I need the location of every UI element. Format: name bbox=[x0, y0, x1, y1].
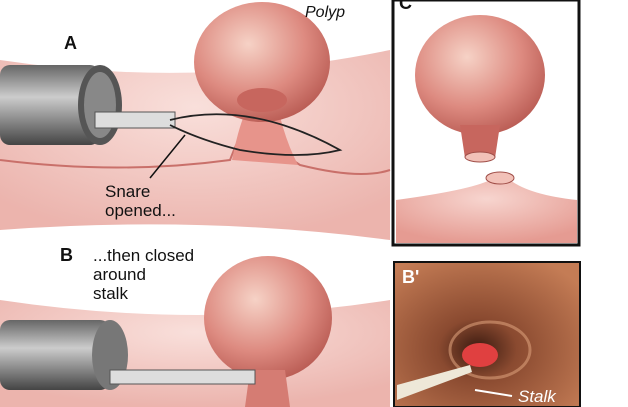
stalk-pointer bbox=[474, 389, 513, 397]
panel-c bbox=[391, 0, 581, 247]
closed-line-1: ...then closed bbox=[93, 246, 195, 265]
stalk-label: Stalk bbox=[518, 387, 556, 406]
closed-around-stalk-label: ...then closed around stalk bbox=[93, 246, 194, 303]
panel-label-b: B bbox=[60, 245, 73, 265]
snare-loop-open bbox=[169, 113, 343, 156]
snare-opened-line-1: Snare bbox=[105, 182, 151, 201]
snare-pointer bbox=[149, 134, 186, 179]
panel-label-b-prime: B' bbox=[402, 267, 420, 287]
polyp-label: Polyp bbox=[305, 4, 346, 21]
closed-line-2: around bbox=[93, 265, 146, 284]
panel-label-c: C bbox=[399, 0, 412, 13]
panel-label-a: A bbox=[64, 33, 77, 53]
snare-opened-line-2: opened... bbox=[105, 201, 176, 220]
panel-b-tissue bbox=[0, 256, 390, 407]
snare-opened-label: Snare opened... bbox=[105, 182, 176, 220]
closed-line-3: stalk bbox=[93, 284, 128, 303]
endoscope-a bbox=[0, 65, 176, 145]
polyp-a bbox=[194, 2, 330, 122]
panel-b-prime-endoscopy bbox=[393, 261, 581, 407]
